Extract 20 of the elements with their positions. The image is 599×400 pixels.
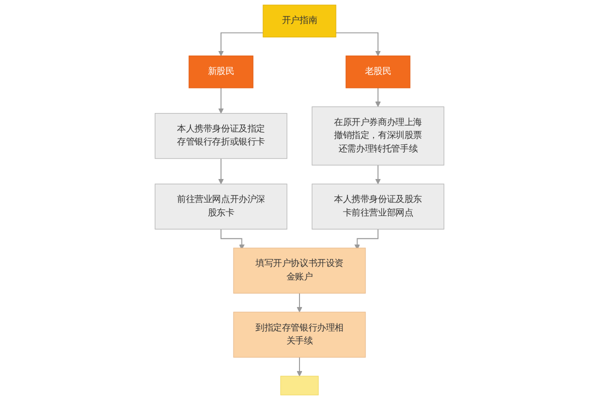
arrow: [354, 228, 378, 250]
node-box: 填写开户协议书开设资金账户: [233, 248, 366, 294]
arrow: [375, 164, 381, 184]
arrow: [220, 228, 245, 250]
node-box: 前往营业网点开办沪深股东卡: [154, 184, 288, 230]
node-box: 新股民: [188, 56, 254, 88]
node-box: 本人携带身份证及指定存管银行存折或银行卡: [154, 113, 288, 159]
node-box: 在原开户券商办理上海撤销指定，有深圳股票还需办理转托管手续: [312, 106, 444, 166]
arrow: [296, 356, 302, 376]
node-box: 开户指南: [262, 4, 336, 38]
node-box: 老股民: [346, 56, 410, 88]
arrow: [218, 87, 224, 114]
arrow: [296, 292, 302, 312]
node-box: 到指定存管银行办理相关手续: [233, 312, 366, 358]
arrow: [375, 87, 381, 107]
arrow: [218, 32, 264, 56]
arrow: [335, 32, 381, 56]
arrow: [218, 158, 224, 184]
node-box: 本人携带身份证及股东卡前往营业部网点: [312, 184, 444, 230]
node-box: [280, 376, 319, 396]
